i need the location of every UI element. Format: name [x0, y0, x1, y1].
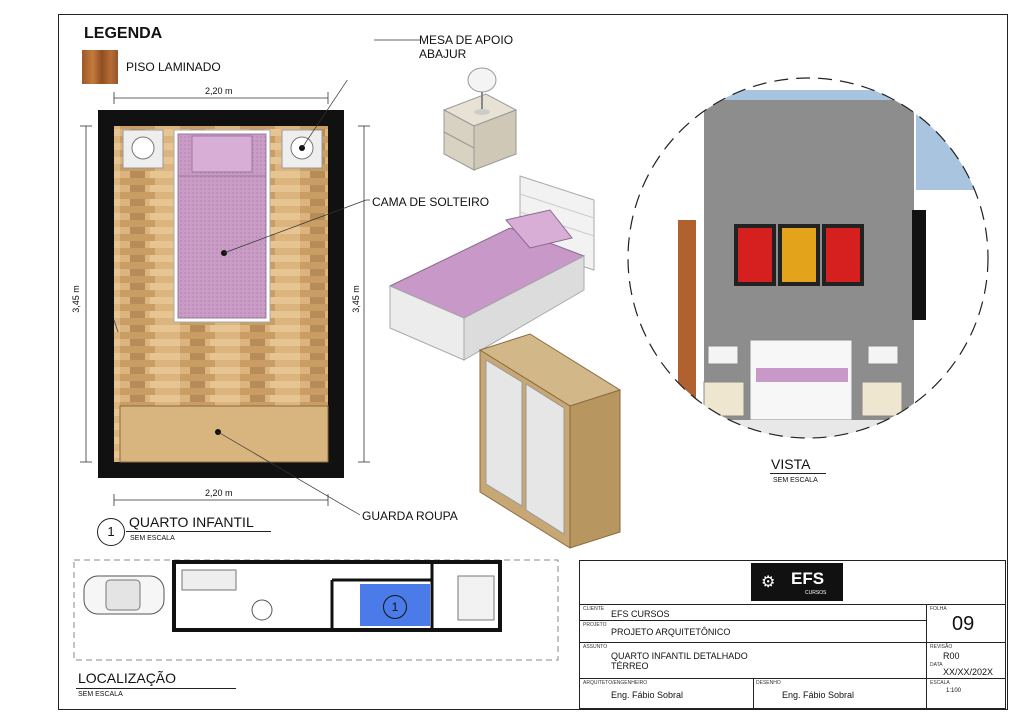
view-scale: SEM ESCALA [130, 535, 175, 542]
single-bed-3d [388, 175, 595, 361]
gear-icon: ⚙ [761, 574, 776, 591]
dim-bottom: 2,20 m [205, 488, 233, 498]
view-title-underline [126, 531, 271, 532]
location-scale: SEM ESCALA [78, 691, 123, 698]
dim-top: 2,20 m [205, 86, 233, 96]
sheet-label: FOLHA [930, 606, 947, 612]
floor-label: PISO LAMINADO [126, 60, 221, 74]
tb-divider-2 [579, 620, 926, 621]
sheet-number: 09 [952, 613, 975, 635]
date-label: DATA [930, 662, 943, 668]
architect-label: ARQUITETO/ENGENHEIRO [583, 680, 648, 686]
location-room-marker: 1 [383, 595, 407, 619]
tb-vdivider-2 [753, 678, 754, 709]
client-value: EFS CURSOS [611, 609, 670, 619]
project-label: PROJETO [583, 622, 607, 628]
wardrobe-3d [478, 333, 622, 549]
dim-left: 3,45 m [70, 285, 81, 313]
location-title: LOCALIZAÇÃO [78, 670, 177, 686]
revision-label: REVISÃO [930, 644, 953, 650]
vista-scale: SEM ESCALA [773, 477, 818, 484]
callout-leaders [366, 39, 420, 201]
view-number-circle: 1 [97, 518, 125, 546]
subject-line2: TÉRREO [611, 661, 649, 671]
title-block [579, 560, 1006, 709]
vista-title: VISTA [771, 456, 811, 472]
revision-value: R00 [943, 651, 960, 661]
car-icon [83, 575, 165, 615]
side-table-3d [442, 67, 518, 171]
scale-label: ESCALA [930, 680, 950, 686]
architect-value: Eng. Fábio Sobral [611, 690, 684, 700]
logo-subtext: CURSOS [805, 590, 827, 596]
client-label: CLIENTE [583, 606, 605, 612]
callout-side-table-1: MESA DE APOIO [419, 33, 514, 47]
project-value: PROJETO ARQUITETÔNICO [611, 627, 731, 637]
tb-vdivider-1 [926, 604, 927, 709]
floor-plan [80, 80, 370, 516]
callout-side-table-2: ABAJUR [419, 47, 467, 61]
drawer-value: Eng. Fábio Sobral [782, 690, 855, 700]
location-underline [76, 688, 236, 689]
date-value: XX/XX/202X [943, 667, 994, 677]
efs-logo: ⚙ EFS CURSOS [751, 563, 843, 601]
vista-underline [770, 473, 826, 474]
tb-divider-1 [579, 604, 1006, 605]
legend-title: LEGENDA [84, 25, 163, 42]
view-title: QUARTO INFANTIL [129, 514, 254, 530]
location-plan [73, 559, 559, 661]
subject-line1: QUARTO INFANTIL DETALHADO [611, 651, 748, 661]
drawing-sheet [58, 14, 1008, 710]
tb-divider-4 [579, 678, 1006, 679]
tb-divider-3 [579, 642, 1006, 643]
furniture-3d [388, 67, 622, 549]
callout-wardrobe: GUARDA ROUPA [362, 509, 458, 523]
drawer-label: DESENHO [756, 680, 781, 686]
subject-label: ASSUNTO [583, 644, 608, 650]
scale-value: 1:100 [946, 688, 962, 694]
callout-bed: CAMA DE SOLTEIRO [372, 195, 490, 209]
floor-swatch [82, 50, 118, 84]
logo-text: EFS [791, 569, 825, 588]
vista-elevation [627, 77, 989, 439]
